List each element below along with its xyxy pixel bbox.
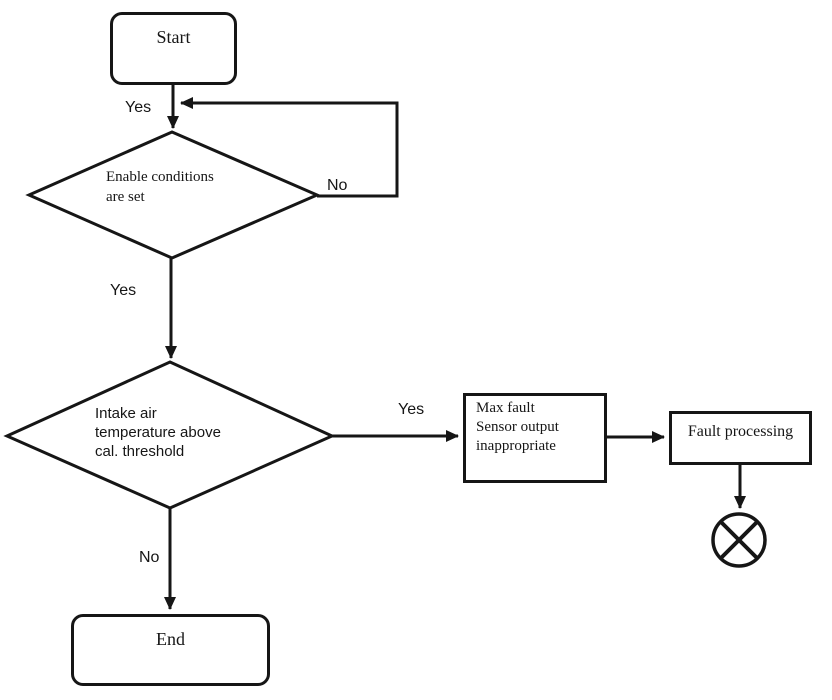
decision-enable-label: Enable conditions are set [106,167,214,207]
decision-intake-line3: cal. threshold [95,443,185,460]
edge-label-no-loop: No [327,177,348,194]
max-fault-node: Max fault Sensor output inappropriate [463,393,607,483]
max-fault-line3: inappropriate [476,438,556,454]
decision-intake-line2: temperature above [95,424,221,441]
start-node: Start [110,12,237,85]
start-label: Start [156,27,191,47]
fault-processing-label: Fault processing [687,423,794,440]
edge-no-loop [180,97,399,198]
max-fault-line1: Max fault [476,400,535,416]
edge-label-yes-top: Yes [125,99,152,116]
max-fault-line2: Sensor output [476,419,559,435]
decision-intake-label: Intake air temperature above cal. thresh… [95,404,221,461]
end-node: End [71,614,270,686]
edge-label-yes-middle: Yes [110,282,137,299]
decision-intake-line1: Intake air [95,405,157,422]
terminator-cross-line-2 [719,520,759,560]
edge-label-no-bottom: No [139,549,160,566]
decision-enable-line2: are set [106,189,145,205]
end-label: End [156,629,185,649]
crossed-circle-icon [711,512,767,568]
edge-label-yes-right: Yes [398,401,425,418]
fault-processing-node: Fault processing [669,411,812,465]
max-fault-label: Max fault Sensor output inappropriate [476,399,604,456]
decision-enable-line1: Enable conditions [106,169,214,185]
